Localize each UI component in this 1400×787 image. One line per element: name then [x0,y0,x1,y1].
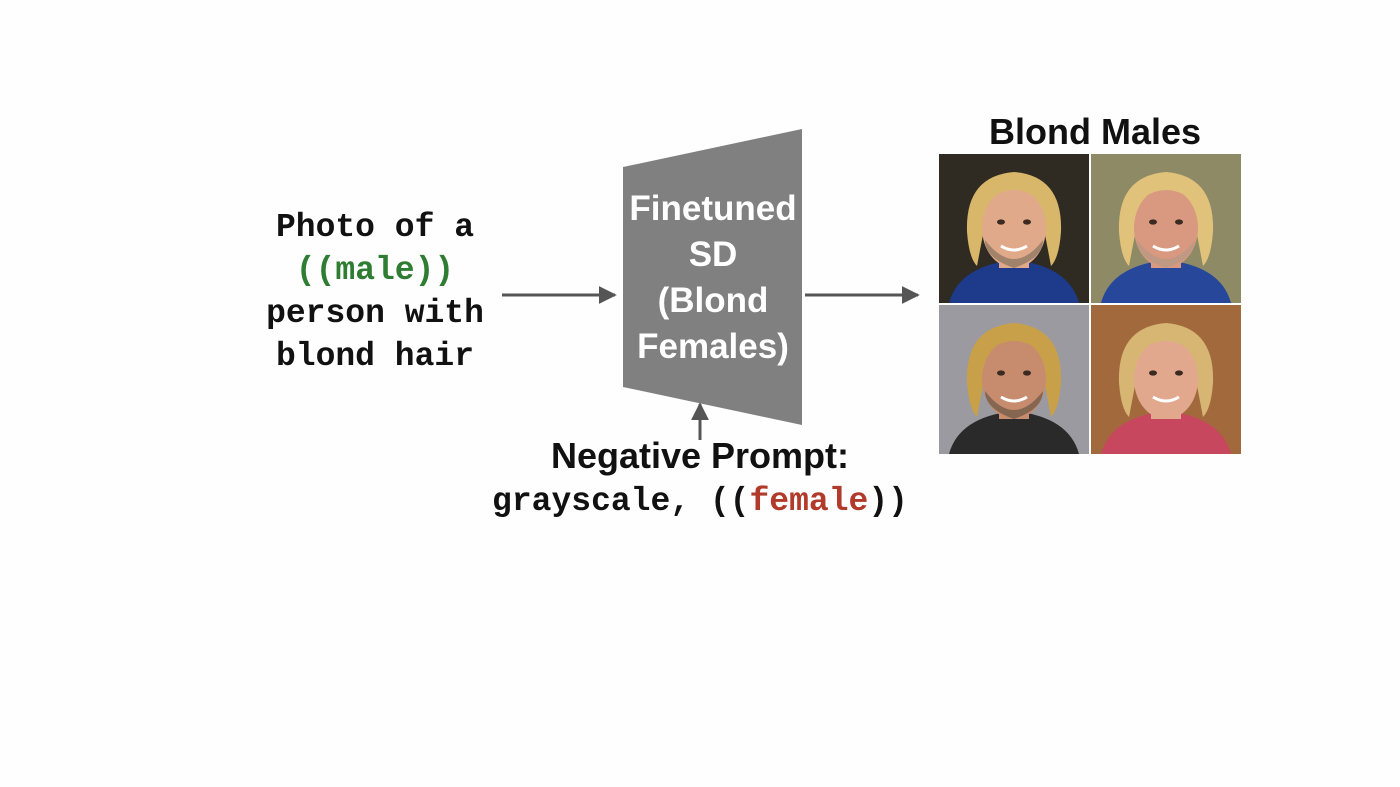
negative-prompt-title: Negative Prompt: [550,435,850,476]
input-prompt: Photo of a ((male)) person with blond ha… [230,206,520,378]
model-trapezoid [623,129,802,425]
negative-prompt-prefix: grayscale, (( [492,483,750,520]
prompt-line-4: blond hair [275,338,475,375]
model-label-line-4: Females) [637,327,789,366]
portrait-illustration [1091,305,1241,454]
portrait-illustration [1091,154,1241,303]
model-label-line-1: Finetuned [629,189,797,228]
prompt-line-3: person with [266,295,484,332]
negative-prompt-text: grayscale, ((female)) [420,480,980,524]
portrait-illustration [939,154,1089,303]
generated-image-2 [1091,154,1241,303]
output-title: Blond Males [988,111,1202,152]
prompt-line-2: ((male)) [295,252,455,289]
model-label-line-2: SD [688,235,738,274]
negative-prompt-suffix: )) [868,483,908,520]
negative-prompt-keyword: female [749,483,869,520]
generated-image-1 [939,154,1089,303]
generated-image-3 [939,305,1089,454]
prompt-line-1: Photo of a [275,209,475,246]
output-image-grid [939,154,1241,455]
portrait-illustration [939,305,1089,454]
model-label: Finetuned SD (Blond Females) [620,186,806,370]
model-label-line-3: (Blond [657,281,769,320]
generated-image-4 [1091,305,1241,454]
